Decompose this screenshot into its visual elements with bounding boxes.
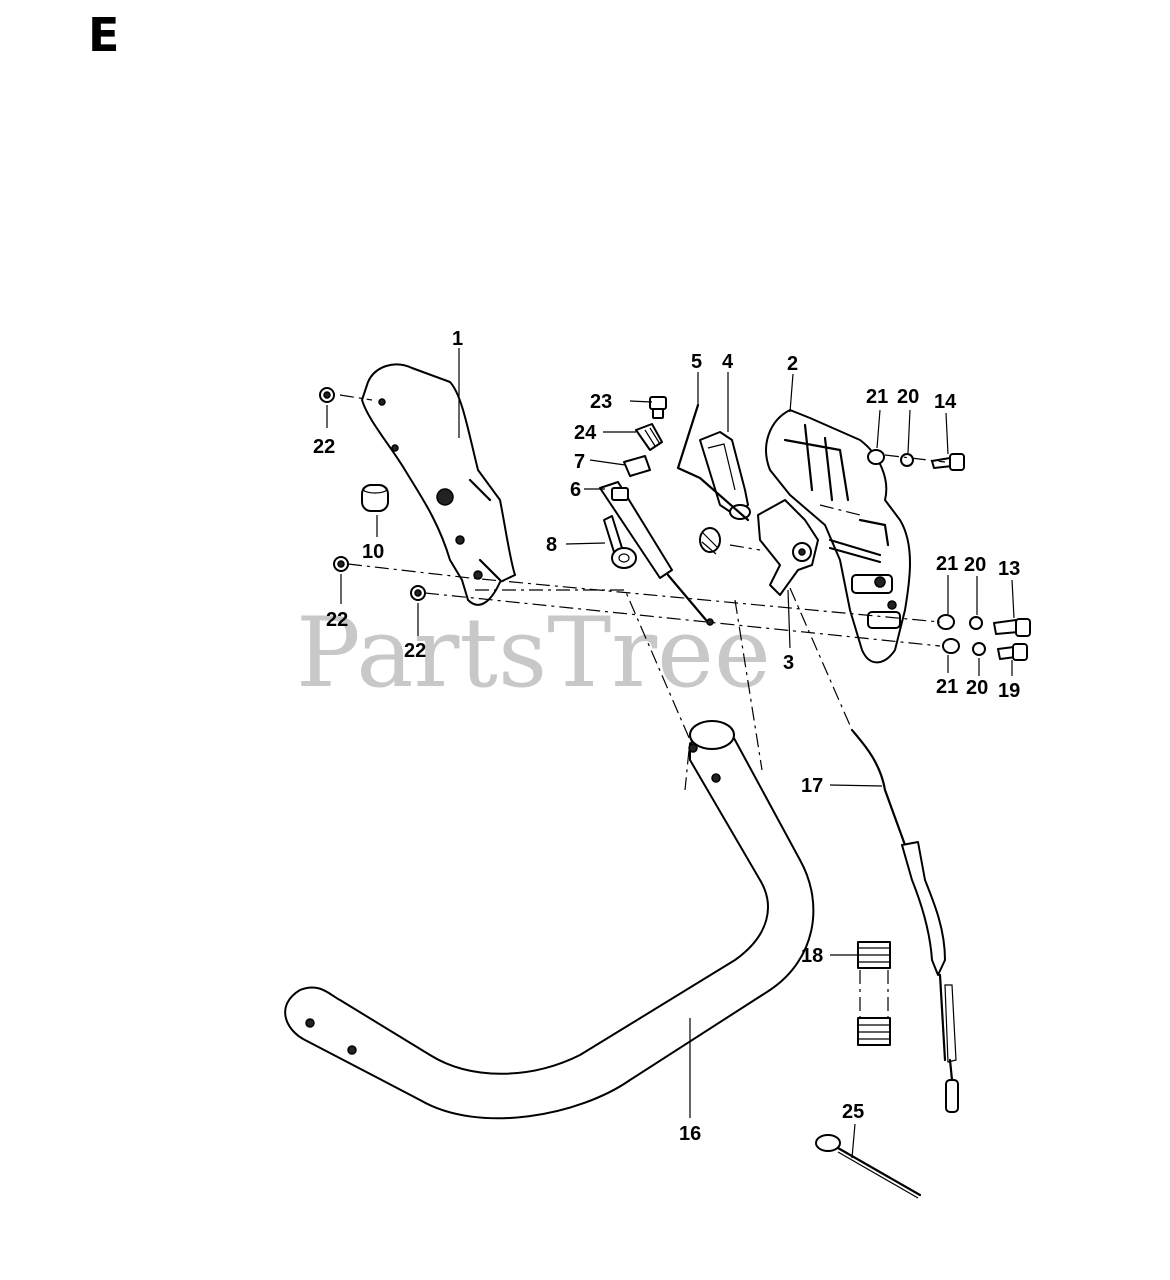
nut-parts <box>319 387 426 601</box>
screw-part-23 <box>649 396 667 419</box>
stop-switch-slide <box>599 481 714 626</box>
assembly-lines <box>339 394 946 791</box>
label-20-a: 20 <box>897 386 919 408</box>
label-20-b: 20 <box>964 554 986 576</box>
handle-tube <box>284 720 815 1120</box>
label-22-c: 22 <box>404 640 426 662</box>
leader-lines <box>326 348 1015 1159</box>
label-21-b: 21 <box>936 553 958 575</box>
throttle-cable <box>850 728 959 1113</box>
throttle-lever <box>699 431 751 520</box>
label-21-a: 21 <box>866 386 888 408</box>
label-10: 10 <box>362 541 384 563</box>
lever-arm <box>757 499 882 596</box>
throttle-handle-body <box>765 409 911 664</box>
label-25: 25 <box>842 1101 864 1123</box>
label-20-c: 20 <box>966 677 988 699</box>
label-22-a: 22 <box>313 436 335 458</box>
plate-part <box>623 455 651 477</box>
sleeve-part <box>361 484 389 512</box>
label-5: 5 <box>691 351 702 373</box>
label-22-b: 22 <box>326 609 348 631</box>
part-labels: 1 2 3 4 5 6 7 8 10 13 14 16 17 18 19 20 … <box>313 328 1020 1145</box>
label-14: 14 <box>934 391 957 413</box>
label-19: 19 <box>998 680 1020 702</box>
label-1: 1 <box>452 328 463 350</box>
label-17: 17 <box>801 775 823 797</box>
button-part <box>635 423 663 451</box>
cable-tie <box>815 1134 922 1199</box>
label-21-c: 21 <box>936 676 958 698</box>
label-4: 4 <box>722 351 734 373</box>
label-16: 16 <box>679 1123 701 1145</box>
lever-clip <box>603 515 637 569</box>
section-letter: E <box>88 8 120 62</box>
handle-clamp-housing <box>361 363 516 606</box>
label-2: 2 <box>787 353 798 375</box>
label-13: 13 <box>998 558 1020 580</box>
label-8: 8 <box>546 534 557 556</box>
label-18: 18 <box>801 945 823 967</box>
label-6: 6 <box>570 479 581 501</box>
watermark: PartsTree <box>296 597 771 709</box>
label-7: 7 <box>574 451 585 473</box>
cable-springs <box>857 941 891 1046</box>
label-23: 23 <box>590 391 612 413</box>
washers-and-screws <box>867 449 1031 661</box>
spring-rod <box>676 403 750 555</box>
label-3: 3 <box>783 652 794 674</box>
label-24: 24 <box>574 422 597 444</box>
